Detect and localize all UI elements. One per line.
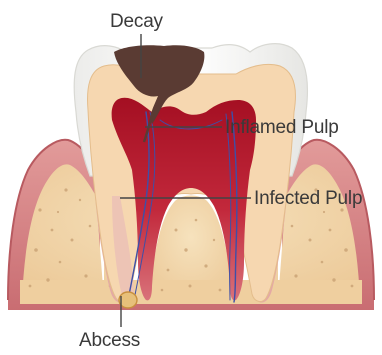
label-decay: Decay [110, 12, 163, 31]
label-inflamed-pulp: Inflamed Pulp [225, 118, 339, 137]
label-abcess: Abcess [79, 331, 140, 350]
label-infected-pulp: Infected Pulp [254, 189, 362, 208]
bone-base [20, 280, 362, 304]
